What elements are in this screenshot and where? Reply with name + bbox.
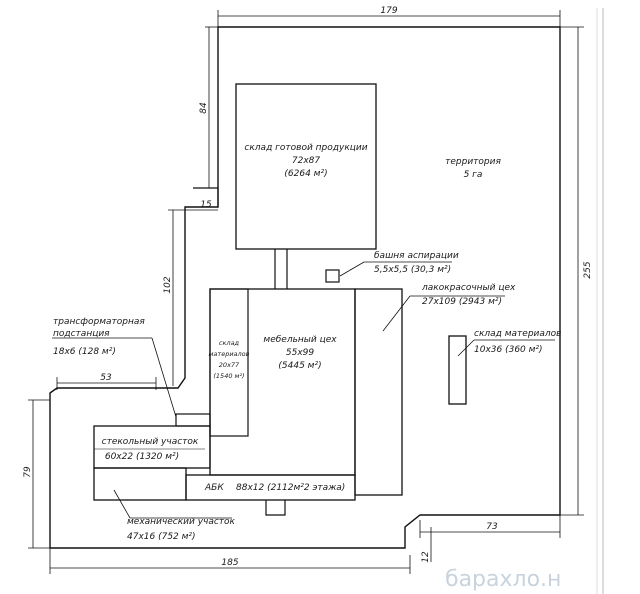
warehouse-area: (6264 м²) (284, 169, 327, 179)
abk-size: 88х12 (2112м²2 этажа) (236, 483, 345, 493)
dim-bottom-step-label: 12 (421, 551, 431, 563)
finished-goods-warehouse (235, 83, 377, 250)
dim-left-step-label: 53 (100, 373, 112, 383)
furniture-shop (209, 288, 356, 476)
glass-area-name: стекольный участок (102, 437, 199, 447)
paint-shop (354, 288, 403, 496)
dim-left-upper-label: 84 (199, 102, 209, 114)
dim-bottom-right-label: 73 (486, 522, 498, 532)
warehouse-connector (274, 249, 288, 289)
mechanical-size: 47х16 (752 м²) (127, 532, 196, 542)
paint-shop-size: 27х109 (2943 м²) (422, 297, 502, 307)
leader-aspiration (339, 261, 365, 277)
dim-top-label: 179 (380, 6, 397, 16)
abk-building (185, 474, 356, 501)
mechanical-area (93, 467, 187, 501)
warehouse-size: 72х87 (292, 156, 321, 166)
dim-bottom-label: 185 (221, 558, 238, 568)
leader-mechanical (113, 489, 131, 519)
dim-notch-label: 15 (200, 200, 212, 210)
transformer-name-1: трансформаторная (53, 317, 145, 327)
warehouse-name: склад готовой продукции (244, 143, 367, 153)
furniture-shop-area: (5445 м²) (278, 361, 321, 371)
dim-left-lower-label: 79 (23, 466, 33, 478)
leader-paint (382, 295, 411, 332)
glass-area-size: 60х22 (1320 м²) (105, 452, 179, 462)
dim-left-mid-label: 102 (163, 276, 173, 293)
transformer-size: 18х6 (128 м²) (53, 347, 116, 357)
site-boundary (49, 26, 561, 549)
materials-warehouse-size: 10х36 (360 м²) (474, 345, 543, 355)
aspiration-name: башня аспирации (374, 251, 459, 261)
paint-shop-name: лакокрасочный цех (421, 283, 516, 293)
materials-store-name-1: склад (219, 339, 240, 347)
territory-area: 5 га (464, 170, 483, 180)
furniture-shop-size: 55х99 (286, 348, 315, 358)
watermark: барахло.н (445, 567, 561, 592)
materials-store-size: 20х77 (219, 361, 240, 369)
materials-store-area: (1540 м²) (213, 372, 244, 380)
materials-store-name-2: материалов (209, 350, 250, 358)
abk-name: АБК (204, 483, 224, 493)
territory-name: территория (445, 157, 501, 167)
mechanical-name: механический участок (127, 517, 236, 527)
furniture-shop-name: мебельный цех (263, 335, 337, 345)
materials-store-small (209, 288, 249, 437)
aspiration-tower (325, 269, 340, 283)
materials-warehouse-name: склад материалов (474, 329, 561, 339)
abk-protrusion (265, 500, 286, 516)
materials-warehouse (448, 335, 467, 405)
transformer-name-2: подстанция (53, 329, 110, 339)
transformer-substation (175, 413, 211, 427)
leader-materials (457, 339, 475, 357)
dim-right-label: 255 (583, 261, 593, 278)
aspiration-size: 5,5х5,5 (30,3 м²) (374, 265, 451, 275)
